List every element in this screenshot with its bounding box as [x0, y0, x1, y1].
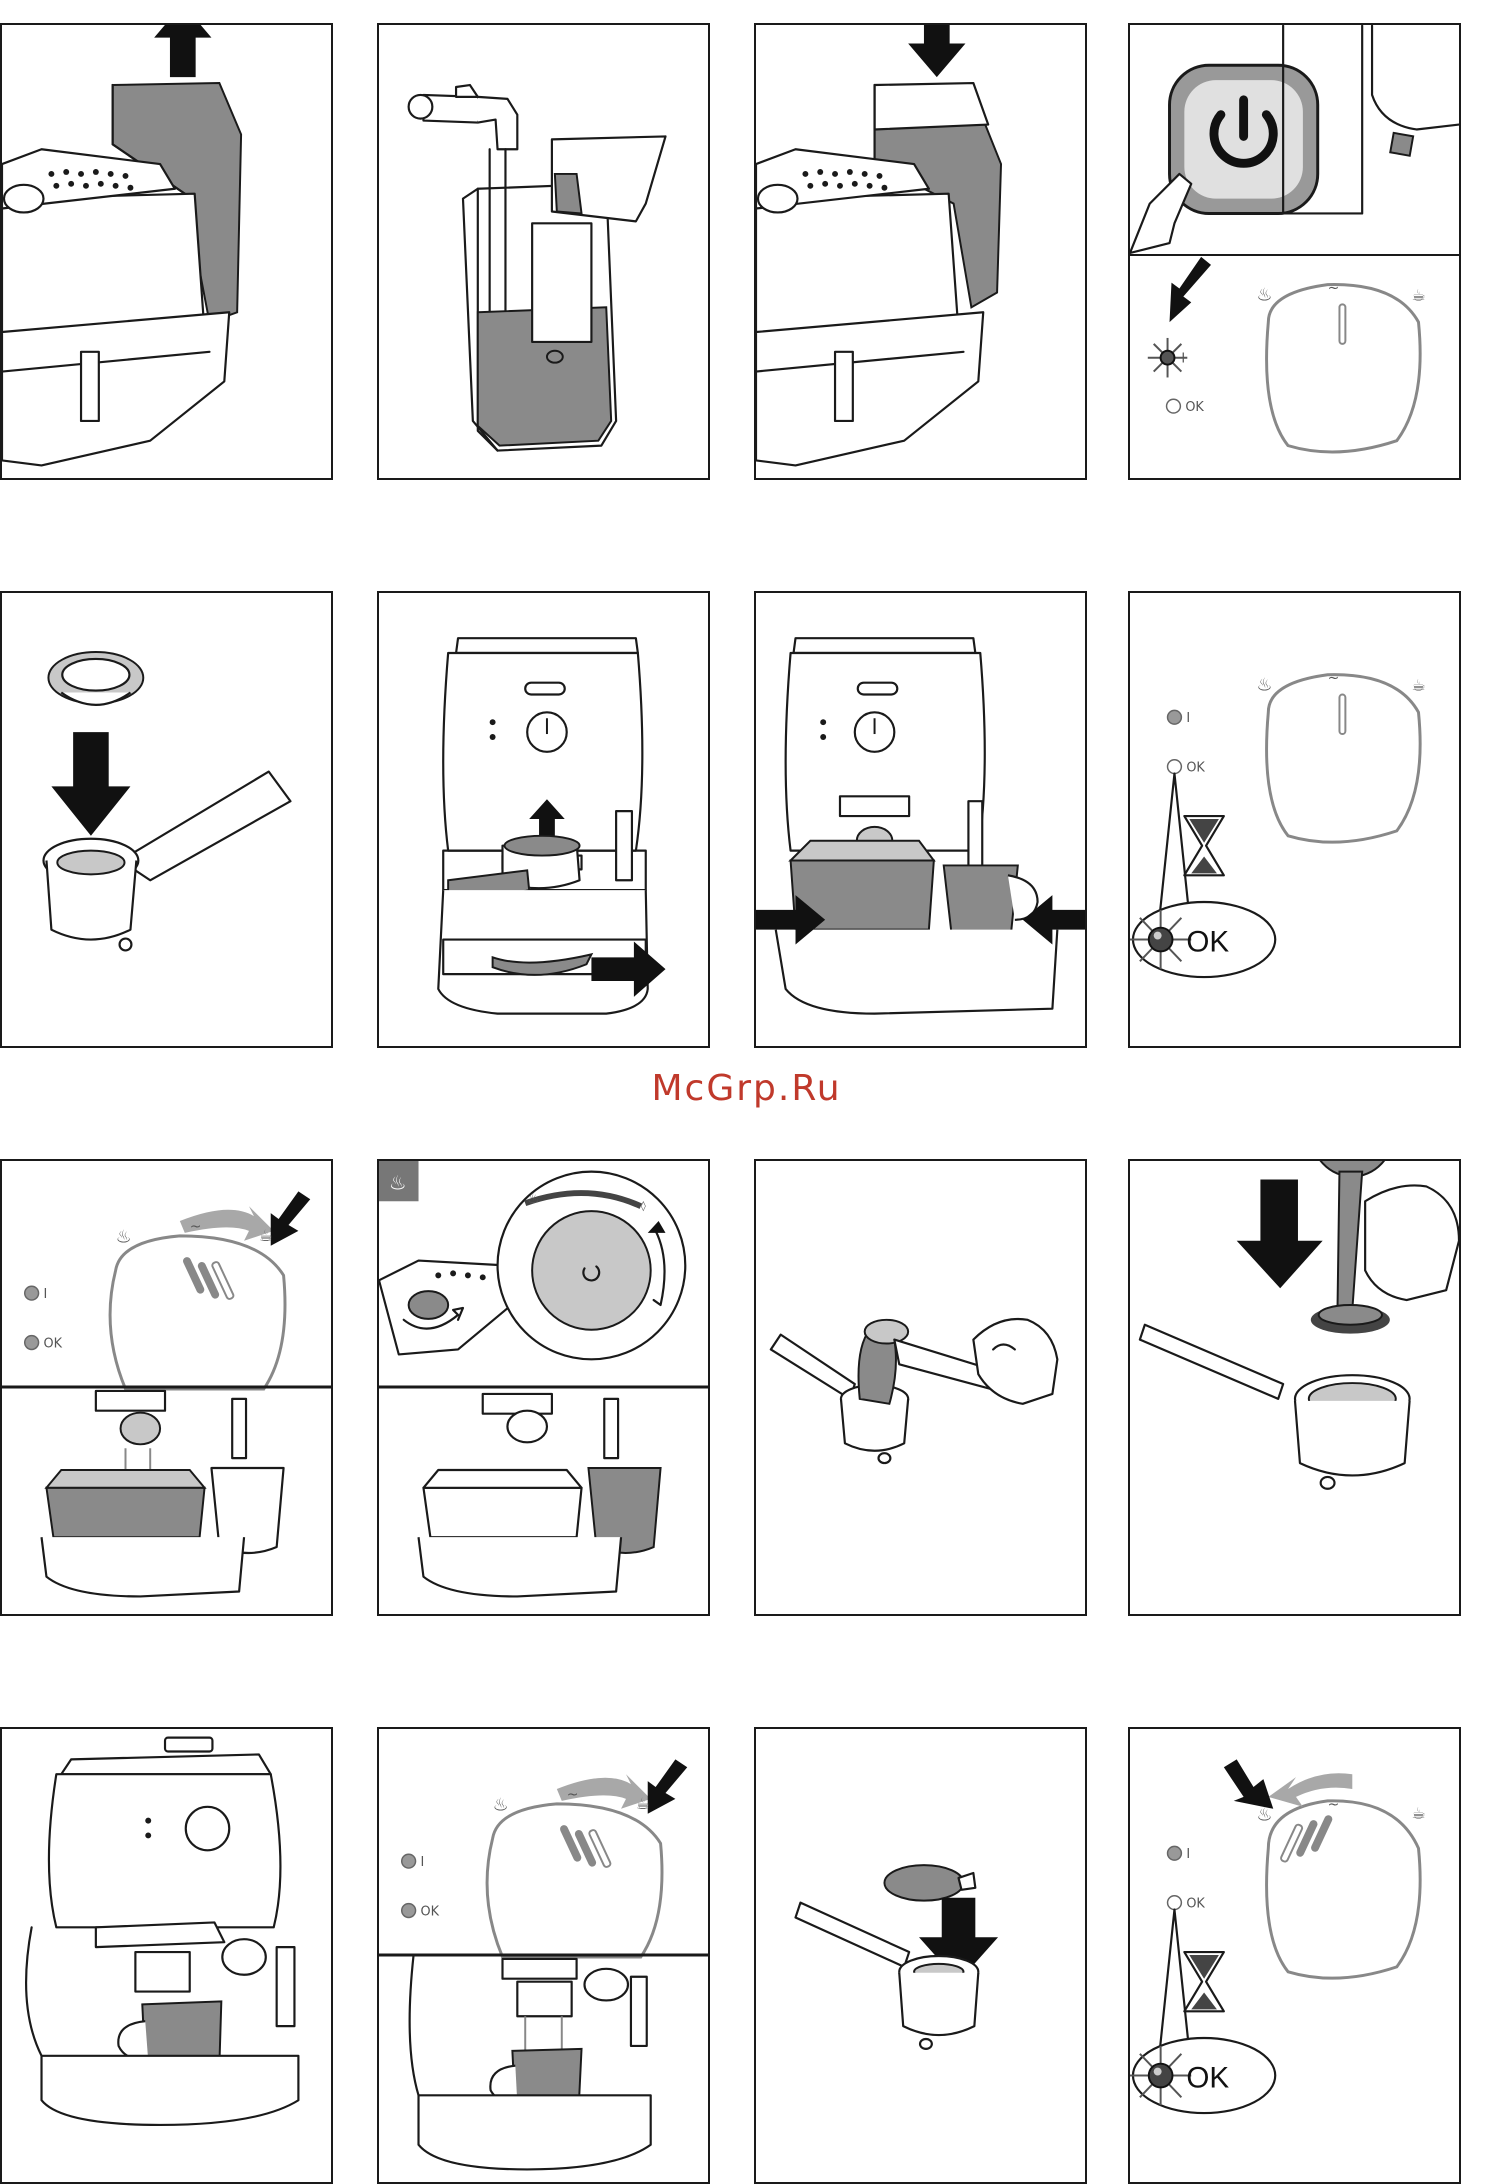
light-i-label: I: [1186, 1847, 1190, 1862]
selector-dial: [487, 1804, 662, 1957]
hourglass-icon: [1184, 1952, 1224, 2011]
step-7-place-container: [754, 591, 1087, 1048]
steam-icon: ♨: [1256, 675, 1272, 696]
ok-large-label: OK: [1186, 925, 1229, 958]
cup-coffee-icon: ☕: [636, 1794, 650, 1813]
steam-icon: ♨: [389, 1171, 407, 1194]
cup-coffee-icon: ☕: [1412, 676, 1426, 695]
cup-coffee-icon: ☕: [1412, 285, 1426, 304]
steam-icon: ♨: [493, 1795, 509, 1816]
drop-icon: ◊: [641, 1201, 646, 1212]
arrow-down-icon: [1237, 1180, 1323, 1289]
step-5-insert-filter: [0, 591, 333, 1048]
step-9-dial-coffee: ♨ ~ ☕ I OK: [0, 1159, 333, 1616]
ok-large-label: OK: [1186, 2061, 1229, 2094]
step-3-insert-tank: [754, 23, 1087, 480]
cup-coffee-icon: ☕: [1412, 1804, 1426, 1823]
step-1-remove-tank: [0, 23, 333, 480]
arrow-down-icon: [648, 1759, 688, 1813]
selector-dial: [110, 1236, 285, 1389]
step-16-standby-ok: ♨ ~ ☕ I OK OK: [1128, 1727, 1461, 2184]
arrow-down-icon: [1170, 257, 1211, 322]
step-15-insert-filter: [754, 1727, 1087, 2184]
watermark: McGrp.Ru: [0, 1068, 1493, 1109]
arrow-up-icon: [154, 25, 211, 77]
steam-icon: ♨: [1256, 284, 1272, 305]
arrow-down-icon: [908, 25, 965, 77]
step-6-attach-holder: [377, 591, 710, 1048]
hourglass-icon: [1184, 816, 1224, 875]
hot-water-icon: ~: [1328, 671, 1340, 687]
light-ok-label: OK: [1186, 761, 1205, 776]
hot-water-icon: ~: [567, 1787, 579, 1803]
step-4-power-on: I OK ♨ ~ ☕: [1128, 23, 1461, 480]
selector-dial: [1267, 1801, 1421, 1978]
light-i-label: I: [1181, 352, 1185, 367]
light-ok-label: OK: [420, 1904, 439, 1919]
hot-water-icon: ~: [1328, 281, 1340, 297]
step-11-add-coffee: [754, 1159, 1087, 1616]
arrow-down-icon: [271, 1191, 311, 1245]
cup-coffee-icon: ☕: [259, 1226, 273, 1245]
light-i-label: I: [43, 1287, 47, 1302]
step-8-wait-ok: ♨ ~ ☕ I OK OK: [1128, 591, 1461, 1048]
light-ok-label: OK: [43, 1336, 62, 1351]
step-12-tamp-coffee: [1128, 1159, 1461, 1616]
light-ok-label: OK: [1186, 1897, 1205, 1912]
hot-water-icon: ~: [190, 1219, 202, 1235]
light-i-label: I: [420, 1855, 424, 1870]
step-10-steam-knob: ♨ ♨ ◊: [377, 1159, 710, 1616]
arrow-down-icon: [1224, 1759, 1273, 1808]
steam-icon: ♨: [1256, 1805, 1272, 1826]
arrow-down-icon: [51, 732, 130, 836]
light-i-label: I: [1186, 711, 1190, 726]
steam-icon: ♨: [527, 1191, 539, 1207]
step-14-brew-coffee: ♨ ~ ☕ I OK: [377, 1727, 710, 2184]
hot-water-icon: ~: [1328, 1797, 1340, 1813]
step-2-fill-tank: [377, 23, 710, 480]
steam-icon: ♨: [116, 1227, 132, 1248]
light-ok-label: OK: [1185, 400, 1204, 415]
step-13-place-cup: [0, 1727, 333, 2184]
